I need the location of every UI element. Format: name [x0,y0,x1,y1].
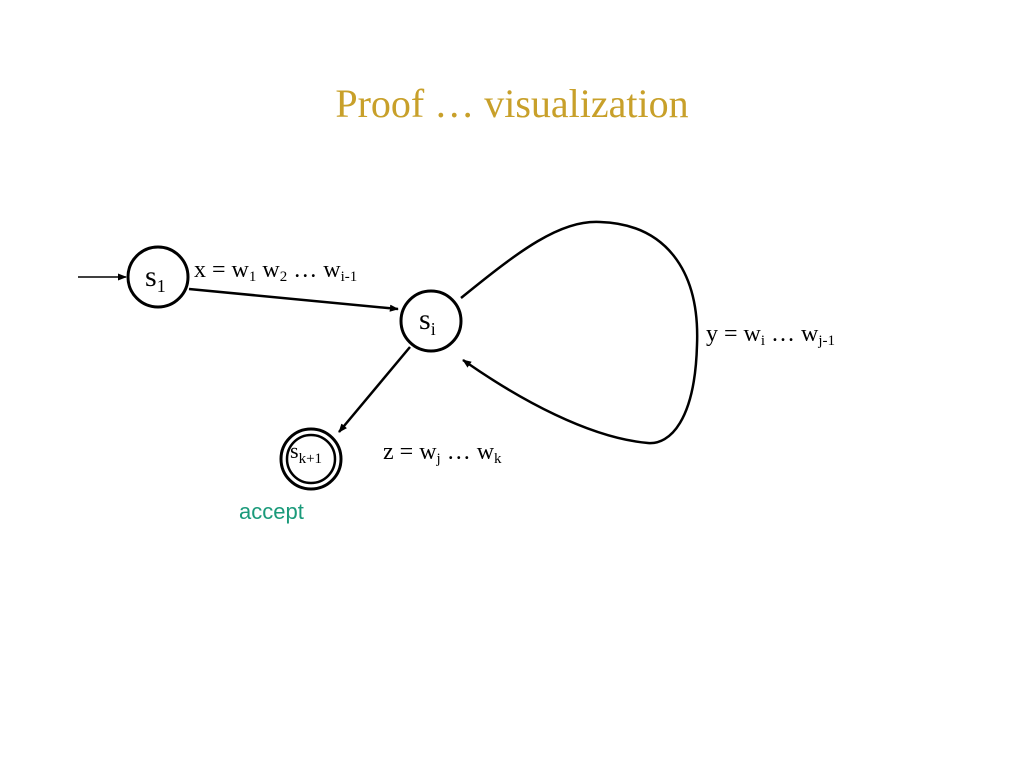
state-s1-label: s1 [145,260,166,296]
state-sk1-label: sk+1 [290,438,322,467]
label-x: x = w1 w2 … wi-1 [194,256,358,285]
state-sk1-outer-circle [279,427,343,491]
label-z: z = wj … wk [383,438,502,467]
edge-si-to-sk1 [338,346,411,433]
label-x-lhs: x = w [194,257,249,283]
state-si-base: s [419,303,431,336]
state-si-label: si [419,303,436,339]
label-y-sub1: i [760,333,766,349]
label-z-dots: … w [440,439,495,465]
label-y-lhs: y = w [706,321,761,347]
label-y-sub2: j-1 [818,333,836,349]
state-s1-circle [126,245,190,309]
state-sk1-base: s [290,438,299,463]
label-y: y = wi … wj-1 [706,320,836,349]
state-sk1-inner-circle [285,433,337,485]
state-sk1-sub: k+1 [298,451,323,467]
state-s1-base: s [145,260,157,293]
slide-title: Proof … visualization [335,81,689,126]
label-x-sub2: 2 [279,269,288,285]
label-x-sub1: 1 [248,269,257,285]
label-z-sub2: k [494,451,502,467]
state-si-circle [399,289,463,353]
label-x-sub3: i-1 [340,269,358,285]
label-z-sub1: j [436,451,441,467]
label-x-dots: … w [287,257,341,283]
accept-label: accept [239,499,304,524]
label-z-lhs: z = w [383,439,437,465]
state-s1-sub: 1 [156,276,166,296]
loop-on-si [460,220,699,445]
label-x-w2: w [256,257,280,283]
label-y-dots: … w [765,321,819,347]
state-si-sub: i [430,319,436,339]
edge-s1-to-si [188,287,399,312]
